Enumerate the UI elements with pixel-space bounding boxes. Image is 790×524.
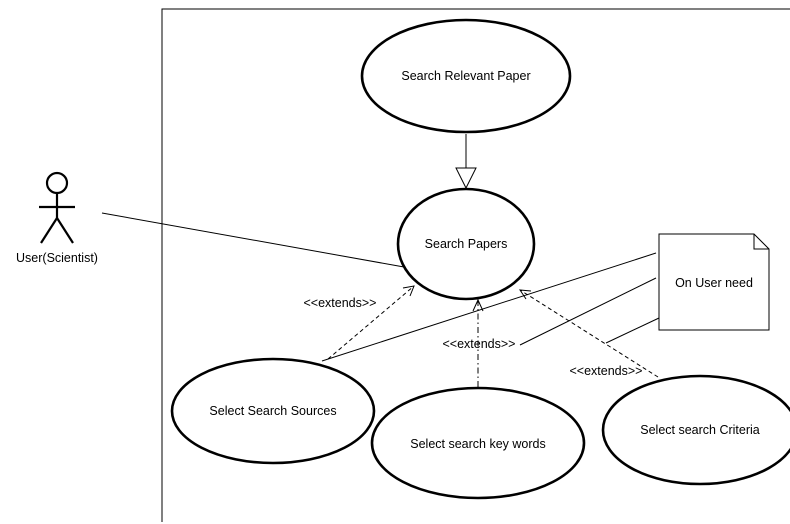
use-case-label: Search Relevant Paper [401,69,530,83]
use-case-ellipse [396,187,536,301]
extends-arrowhead-keywords [472,298,484,312]
use-case-label: Select search Criteria [640,423,760,437]
use-case-label: Select search key words [410,437,545,451]
note-connector-keywords [519,277,657,346]
use-case-label: Select Search Sources [209,404,336,418]
extends-line-criteria [519,289,659,378]
note-on-user-need[interactable]: On User need [658,233,770,331]
note-connector-sources [321,252,657,362]
note-connector-criteria [605,317,660,344]
system-boundary [161,8,790,522]
extends-label-criteria: <<extends>> [570,364,643,378]
note-corner-fold [753,234,769,250]
use-case-ellipse [170,357,376,465]
actor-head [45,171,69,195]
use-case-select-search-key-words[interactable]: Select search key words [370,386,586,500]
use-case-ellipse [370,386,586,500]
extends-arrowhead-sources [402,285,415,297]
extends-arrowhead-criteria [519,289,532,300]
generalization-arrowhead [455,167,477,190]
note-body [658,233,770,331]
note-label: On User need [675,276,753,290]
association-line [101,212,405,268]
extends-label-sources: <<extends>> [304,296,377,310]
use-case-ellipse [601,374,790,486]
use-case-search-papers[interactable]: Search Papers [396,187,536,301]
actor-label: User(Scientist) [16,251,98,265]
actor-user-scientist[interactable]: User(Scientist) [16,171,98,265]
actor-right-leg [56,217,74,244]
use-case-select-search-sources[interactable]: Select Search Sources [170,357,376,465]
extends-line-sources [327,285,415,360]
actor-left-leg [40,217,58,244]
use-case-select-search-criteria[interactable]: Select search Criteria [601,374,790,486]
use-case-search-relevant-paper[interactable]: Search Relevant Paper [360,18,572,134]
extends-label-keywords: <<extends>> [443,337,516,351]
use-case-ellipse [360,18,572,134]
use-case-label: Search Papers [425,237,508,251]
